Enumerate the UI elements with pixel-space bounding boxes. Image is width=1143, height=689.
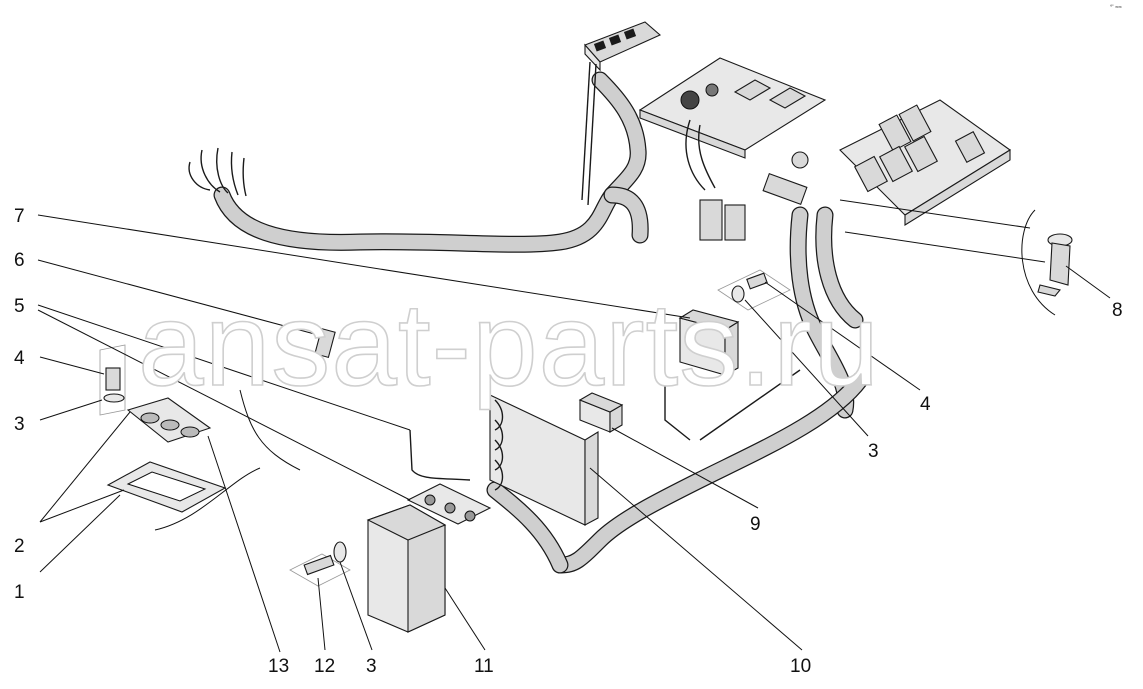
switch-block [581,21,662,206]
callout-3-right: 3 [868,441,879,462]
part-8-clip-detail [1021,209,1073,316]
relay-board [839,99,1011,226]
watermark-text: ansat-parts.ru [138,279,880,411]
callout-11: 11 [474,656,494,677]
part-4-bolt-left [105,367,121,391]
callout-3-bottom: 3 [366,656,377,677]
corner-mark: °' ≈≈ [1110,5,1123,11]
part-10-mounting-board [489,394,599,526]
part-9-relay [578,392,624,433]
part-11-housing [366,504,447,633]
callout-7: 7 [14,206,25,227]
callout-13: 13 [268,656,289,677]
right-harness-hose [789,206,864,419]
callout-6: 6 [14,250,25,271]
callout-9: 9 [750,514,761,535]
part-3-washer-left [103,393,125,403]
leader-lines [37,199,1111,653]
callout-8: 8 [1112,300,1123,321]
upper-harness-hose [188,71,649,253]
part-13-plate [406,429,492,525]
callout-10: 10 [790,656,811,677]
callout-4-right: 4 [920,394,931,415]
part-3-washer-bottom [333,541,347,563]
part-4-bolt-right [717,269,791,311]
callout-2: 2 [14,536,25,557]
connector-cluster [699,151,809,241]
callout-3-left: 3 [14,414,25,435]
callout-4-left: 4 [14,348,25,369]
part-7-relay-box [678,309,740,376]
control-panel-plate [638,57,827,191]
callout-12: 12 [314,656,335,677]
callout-5: 5 [14,296,25,317]
lower-harness-hose [486,369,869,574]
callout-1: 1 [14,582,25,603]
